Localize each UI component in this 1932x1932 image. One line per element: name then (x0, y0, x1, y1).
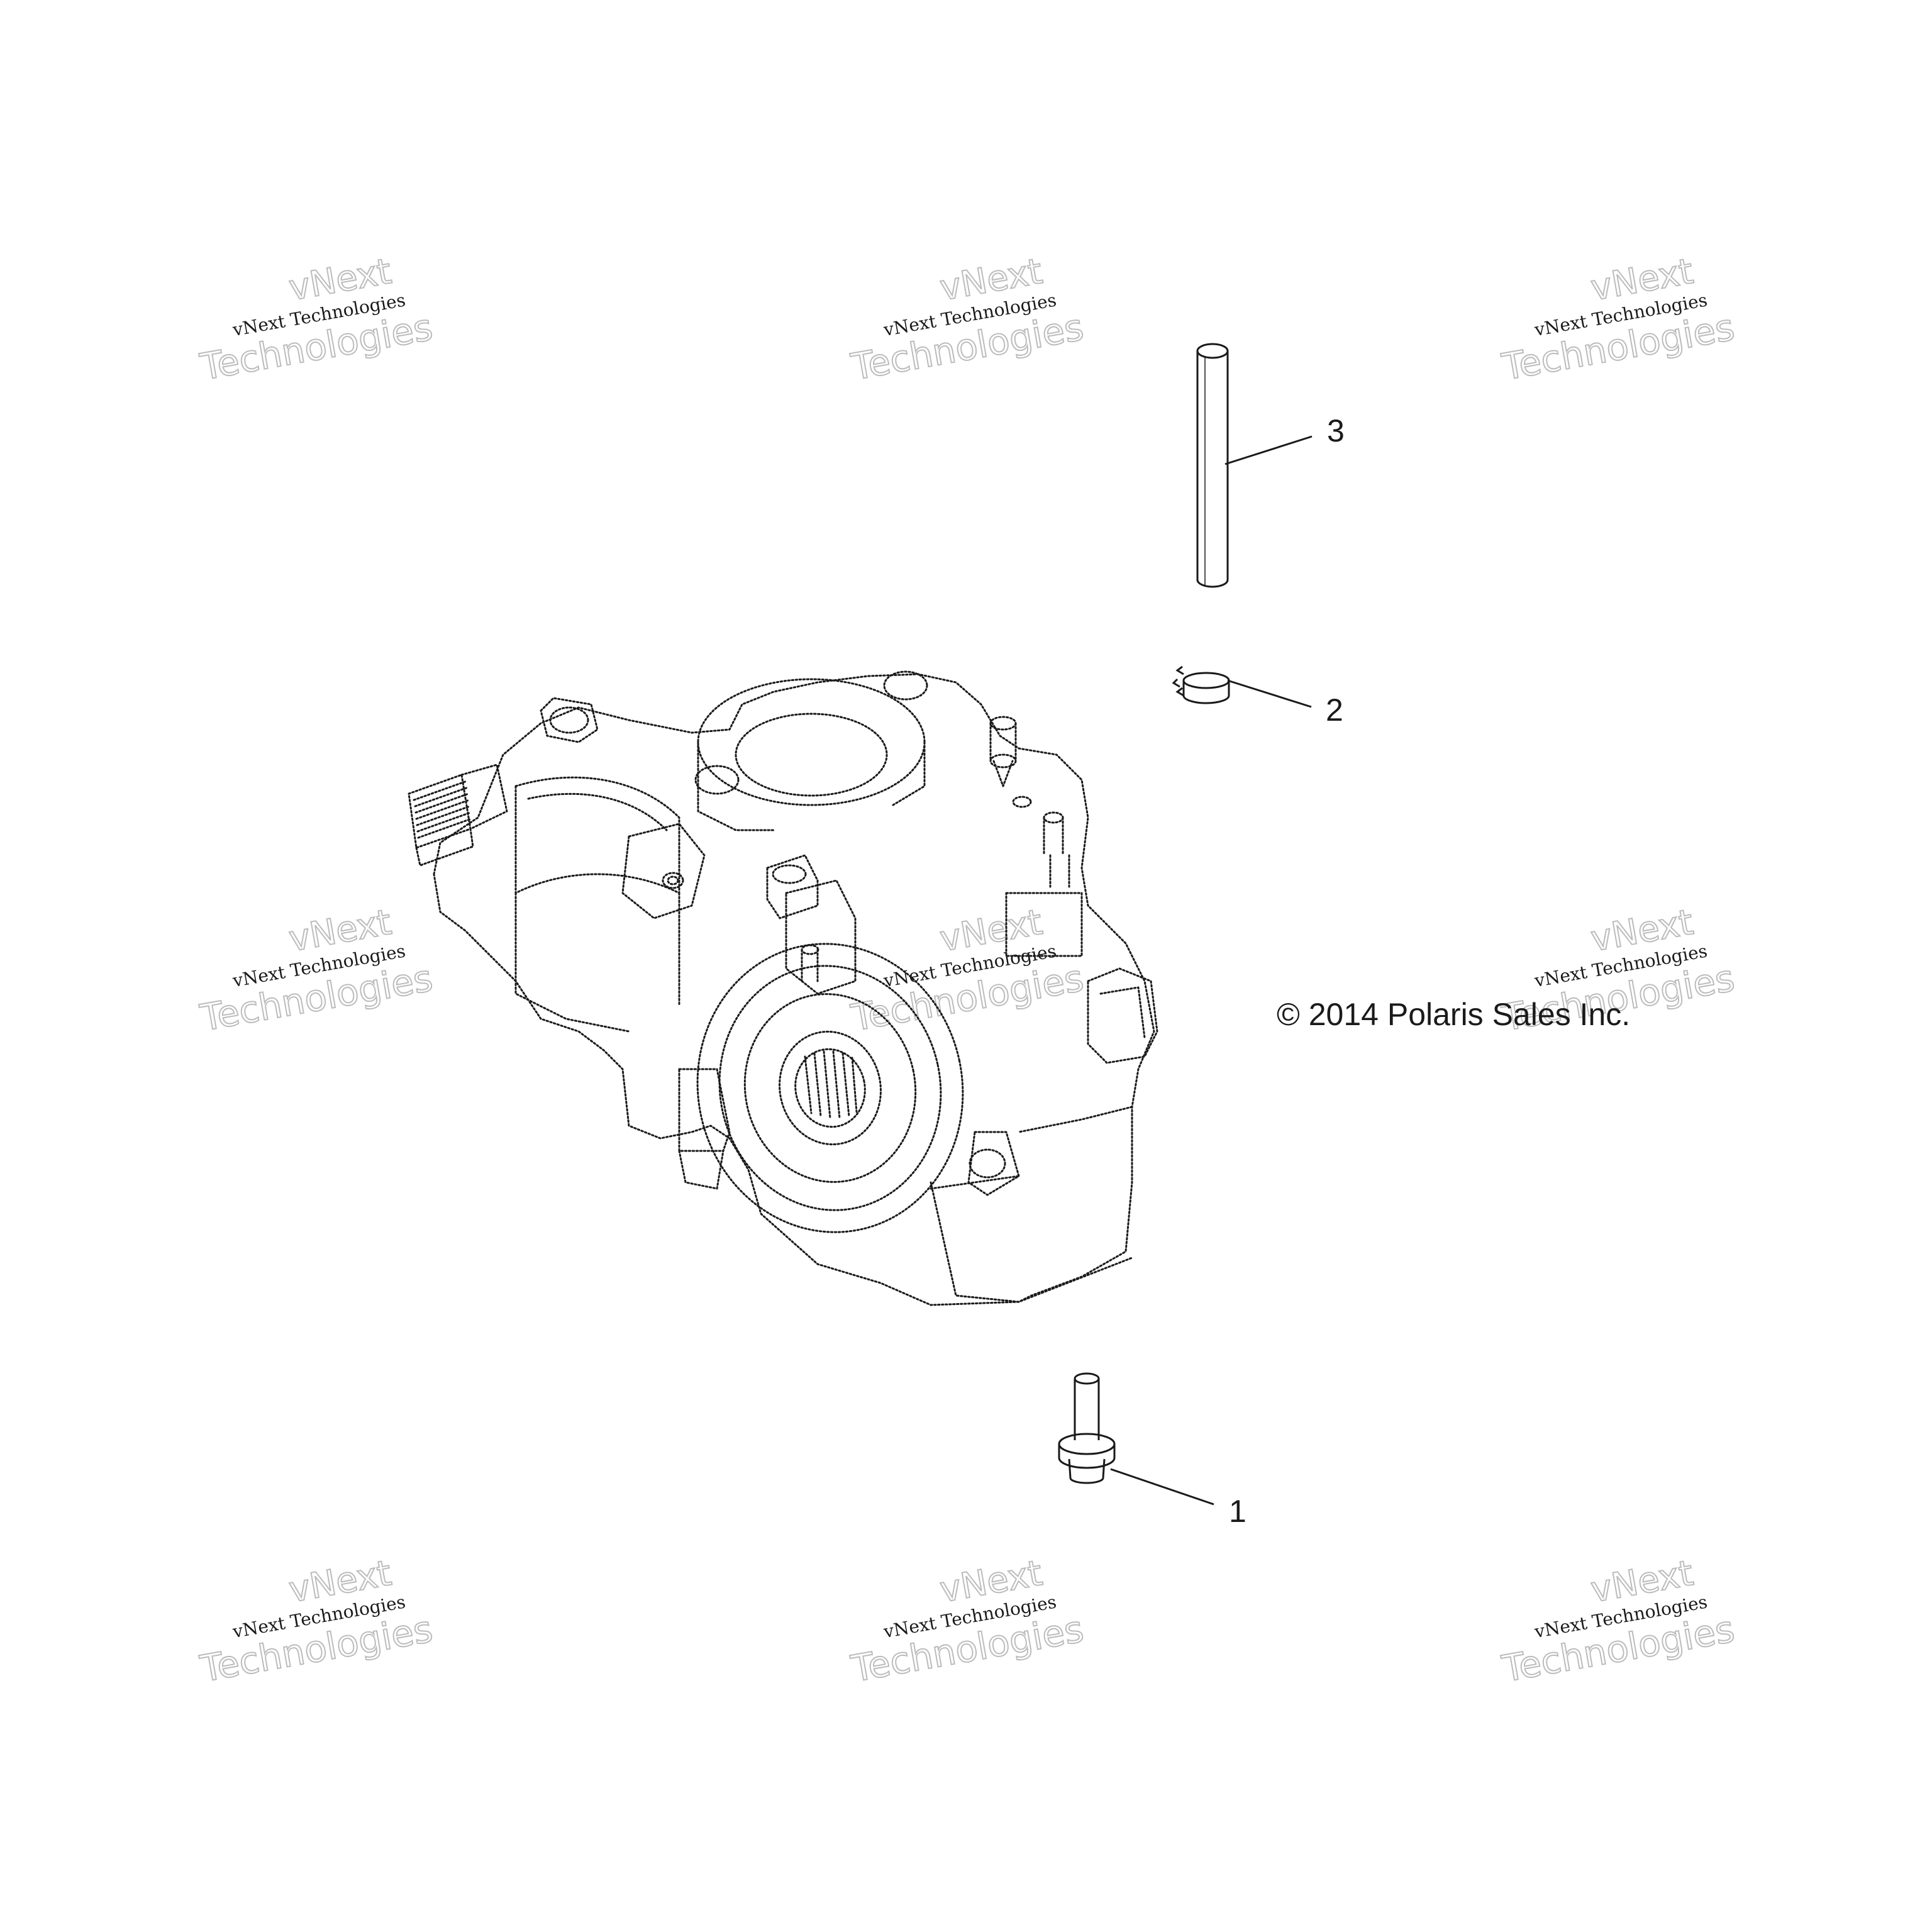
callout-2: 2 (1326, 692, 1343, 728)
housing-outline (433, 673, 1155, 1306)
vent-tube (1196, 343, 1229, 588)
right-side-posts (1005, 796, 1083, 957)
breather-fitting (989, 716, 1017, 787)
front-output-bore (696, 943, 964, 1233)
center-bracket (766, 854, 857, 995)
leader-3 (1224, 435, 1313, 465)
front-gearcase-assembly (408, 670, 1158, 1306)
top-mounting-ring (694, 670, 928, 831)
hose-clamp (1172, 665, 1230, 704)
leader-2 (1227, 679, 1312, 708)
lower-base (678, 1068, 1133, 1303)
callout-1: 1 (1229, 1494, 1246, 1529)
callout-3: 3 (1327, 413, 1345, 448)
left-mount-boss (540, 697, 599, 743)
right-mount-bracket (1087, 967, 1158, 1064)
upper-shroud (514, 776, 680, 894)
leader-lines (1110, 435, 1313, 1506)
flange-bolt (1058, 1372, 1116, 1484)
left-bracket (621, 823, 706, 919)
output-spline-shaft (408, 763, 508, 867)
leader-1 (1110, 1468, 1214, 1506)
copyright-notice: © 2014 Polaris Sales Inc. (1277, 997, 1630, 1032)
